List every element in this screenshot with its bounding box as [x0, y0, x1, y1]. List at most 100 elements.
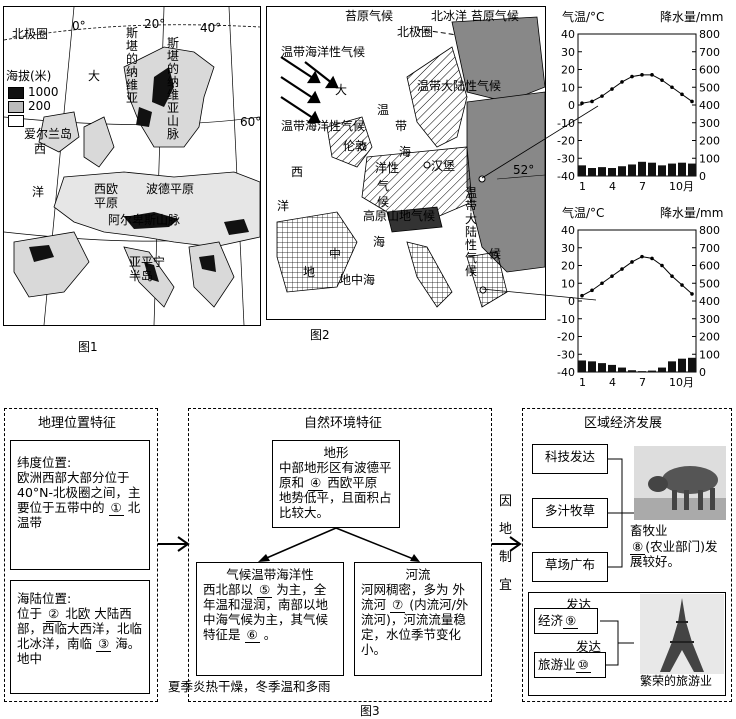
chart-top-tick-label-left: -10	[557, 117, 575, 130]
fig2-marine-1: 温带海洋性气候	[281, 45, 366, 59]
legend-swatch-high	[8, 87, 24, 99]
chart-bottom-temp-point	[670, 274, 674, 278]
chart-top-precip-bar	[618, 166, 626, 176]
chart-bottom-tick-label-left: 10	[561, 277, 575, 290]
answer-5-hand: 温带海洋性	[251, 567, 314, 582]
chart-top-temp-point	[580, 101, 584, 106]
chart-bottom-precip-bar	[668, 361, 676, 372]
latitude-text: 欧洲西部大部分位于40°N-北极圈之间，主要位于五带中的 ① 北温带	[17, 470, 141, 530]
chart-bottom-tick-label-right: 300	[699, 313, 720, 326]
fig2-hamburg: 汉堡	[431, 159, 456, 173]
chart-top-tick-label-left: -20	[557, 135, 575, 148]
terrain-title: 地形	[323, 445, 349, 460]
chart-bottom-tick-label-left: 0	[568, 295, 575, 308]
legend-swatch-low	[8, 115, 24, 127]
fig1-yang: 洋	[32, 185, 45, 199]
fig1-lon40: 40°	[200, 21, 222, 35]
chart-top-precip-bar	[688, 163, 696, 176]
fig1-ocean-da: 大	[88, 69, 101, 83]
chart-bottom-precip-bar	[588, 361, 596, 372]
sea-land-text: 位于 ② 北欧 大陆西部，西临大西洋，北临北冰洋，南临 ③ 海。 地中	[17, 606, 143, 666]
chart-bottom-temp-point	[690, 292, 694, 296]
tourism-caption: 繁荣的旅游业	[640, 674, 713, 688]
chart-top-temp-point	[650, 73, 654, 77]
chart-bottom-temp-line	[581, 256, 693, 297]
fig2-lat52: 52°	[513, 163, 535, 177]
chart-top-temp-point	[690, 99, 694, 104]
fig2-dai: 带	[395, 119, 408, 133]
chart-bottom-frame	[577, 229, 697, 373]
chart-bottom-tick-label-right: 600	[699, 260, 720, 273]
chart-top-tick-label-left: -30	[557, 152, 575, 165]
animal-text-1: 畜牧业	[630, 523, 668, 538]
chart-top-tick-label-left: 0	[568, 99, 575, 112]
geo-location-section	[4, 408, 158, 702]
chart-bottom-temp-point	[640, 254, 644, 259]
answer-4: 西欧平原	[327, 475, 378, 490]
answer-3: 地中	[17, 651, 43, 666]
chart-top-tick-label-right: 700	[699, 46, 720, 59]
chart-top-temp-point	[660, 78, 664, 82]
fig1-scandinavia-a: 斯堪的纳维亚	[126, 26, 139, 105]
fig1-xi: 西	[34, 142, 47, 156]
terrain-branch-arrows	[258, 527, 420, 562]
chart-bottom-precip-bar	[628, 370, 636, 372]
legend-label-1000: 1000	[28, 85, 59, 99]
chart-bottom-tick-label-left: -40	[557, 366, 575, 379]
chart-top-tick-label-left: 40	[561, 28, 575, 41]
fig1-poland-plain: 波德平原	[146, 182, 195, 196]
fig1-ireland: 爱尔兰岛	[24, 127, 73, 141]
chart-top-precip-bar	[678, 162, 686, 176]
fig1-legend-title: 海拔(米)	[6, 69, 52, 83]
grass-box: 多汁牧草	[532, 498, 608, 528]
chart-top-temp-point	[680, 92, 684, 97]
chart-top-frame	[577, 33, 697, 177]
latitude-title: 纬度位置:	[17, 455, 72, 470]
chart-top-temp-point	[600, 94, 604, 98]
blank-7: ⑦	[390, 597, 406, 613]
blank-2: ②	[46, 606, 62, 622]
fig2-continental-2: 温带大陆性气候	[465, 186, 478, 278]
chart-bottom-ylabel-right: 降水量/mm	[660, 206, 724, 220]
arrow-nature-to-economy	[492, 536, 522, 552]
chart-top-temp-point	[640, 73, 644, 77]
chart-bottom-temp-point	[580, 293, 584, 298]
geo-section-title: 地理位置特征	[38, 416, 117, 431]
fig1-north-circle: 北极圈	[12, 27, 49, 41]
fig2-yang: 洋	[277, 199, 290, 213]
chart-top-precip-bar	[598, 167, 606, 176]
chart-bottom-tick-label-left: -10	[557, 313, 575, 326]
chart-bottom-x-tick-label: 7	[639, 376, 646, 389]
fig2-marine-2: 温带海洋性气候	[281, 119, 366, 133]
fig2-wen: 温	[377, 103, 390, 117]
economy-bracket-1	[608, 458, 634, 568]
chart-bottom-tick-label-right: 700	[699, 242, 720, 255]
figure2-svg	[276, 16, 545, 308]
fig2-qi: 气	[377, 179, 390, 193]
chart-top-tick-label-left: 30	[561, 46, 575, 59]
fig2-tundra-b: 北冰洋 苔原气候	[431, 9, 519, 23]
terrain-text: 中部地形区有波德平原和 ④ 西欧平原 地势低平，且面积占比较大。	[279, 460, 392, 520]
chart-bottom-tick-label-right: 800	[699, 224, 720, 237]
chart-top-precip-bar	[668, 163, 676, 176]
blank-9: ⑨	[563, 613, 579, 629]
chart-bottom-tick-label-left: 40	[561, 224, 575, 237]
chart-bottom-x-tick-label: 10月	[669, 376, 694, 389]
chart-bottom-precip-bar	[598, 363, 606, 372]
economy-bracket-2	[600, 620, 634, 666]
chart-top-temp-point	[620, 80, 624, 84]
chart-top-tick-label-right: 0	[699, 170, 706, 183]
fig1-lat60: 60°	[240, 115, 261, 129]
chart-bottom-tick-label-left: -20	[557, 331, 575, 344]
answer-6-hand: 夏季炎热干燥，冬季温和多雨	[168, 679, 331, 694]
legend-label-200: 200	[28, 99, 51, 113]
answer-7-hand: 外流河	[361, 582, 466, 612]
chart-top-tick-label-left: 20	[561, 64, 575, 77]
chart-top-x-tick-label: 7	[639, 180, 646, 193]
chart-bottom-tick-label-right: 0	[699, 366, 706, 379]
